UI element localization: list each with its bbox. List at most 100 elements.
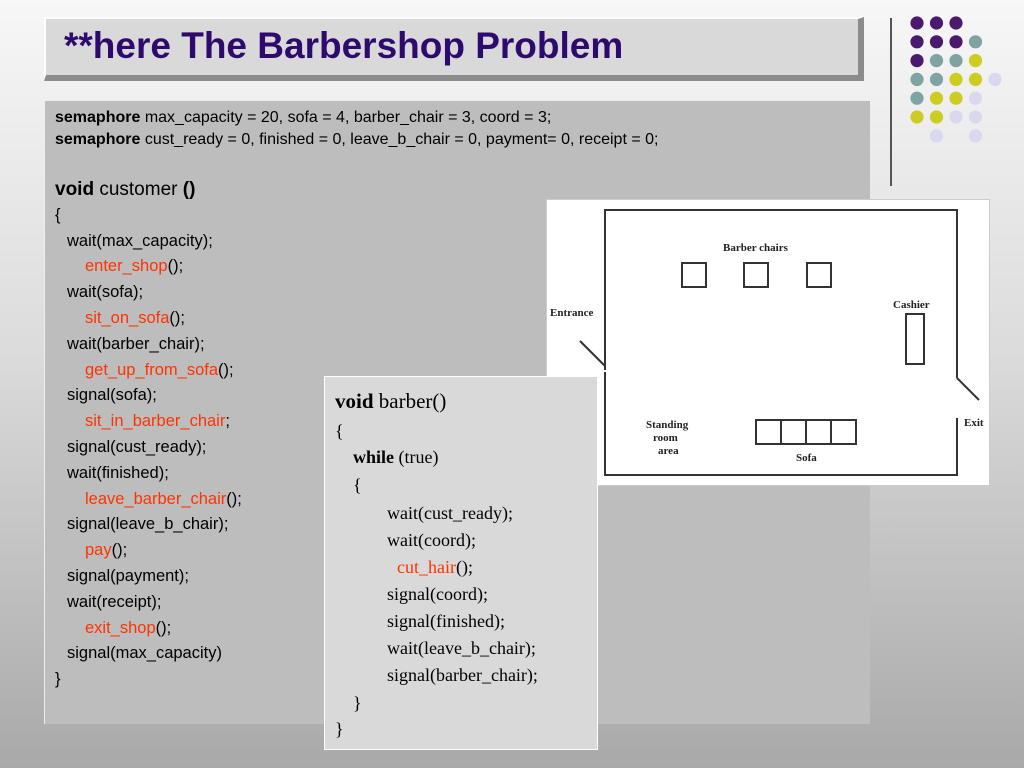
floor-plan-drawing [579,209,980,476]
open-brace: { [55,205,61,224]
barber-chair [806,262,832,288]
decorative-dot [929,110,944,124]
standing-label-3: area [658,445,679,457]
statement-line: wait(receipt); [67,592,162,611]
inner-open-brace: { [353,475,362,495]
barber-chair [743,262,769,288]
call-line: cut_hair(); [397,557,473,578]
decorative-dot [949,16,963,30]
barber-code-panel: void barber() { while (true) { wait(cust… [324,376,598,750]
decorative-dot [929,35,944,49]
while-line: while (true) [353,447,439,468]
slide-title: **here The Barbershop Problem [64,25,624,66]
standing-label-1: Standing [646,419,689,431]
function-name: barber() [373,389,447,413]
exit-door [956,377,980,401]
call-line: sit_on_sofa(); [55,306,242,332]
standing-label-2: room [653,432,678,444]
decorative-dot [988,72,1002,86]
call-suffix: (); [455,557,473,577]
call-suffix: (); [167,257,184,276]
cashier-label: Cashier [893,299,930,311]
call-line: leave_barber_chair(); [55,487,242,513]
barber-signature: void barber() [335,389,446,414]
call-line: sit_in_barber_chair; [55,409,242,435]
call-suffix: (); [169,308,185,327]
decorative-dot [910,91,924,105]
open-brace: { [335,421,344,441]
decorative-dot [968,35,983,49]
call-suffix: (); [111,541,128,560]
decorative-dot [968,91,983,105]
statement-line: signal(sofa); [67,386,157,405]
customer-function: void customer () { wait(max_capacity);en… [55,177,242,693]
statement-line: signal(finished); [387,611,505,631]
close-brace: } [55,670,61,689]
barbershop-floor-plan: Barber chairs Entrance Cashier Exit Stan… [546,199,990,486]
function-call: sit_in_barber_chair [85,412,226,431]
wall-bottom [604,372,958,476]
statement-line: wait(barber_chair); [67,334,205,353]
statement-line: wait(coord); [387,530,476,550]
entrance-door [579,340,606,367]
semaphore-values: cust_ready = 0, finished = 0, leave_b_ch… [140,131,659,148]
decorative-dot [910,35,924,49]
decorative-dot [949,110,963,124]
void-keyword: void [55,179,95,200]
call-line: get_up_from_sofa(); [55,358,242,384]
decorative-dot [929,16,944,30]
semaphore-values: max_capacity = 20, sofa = 4, barber_chai… [140,109,552,126]
decorative-dot [968,129,983,143]
function-name: customer [94,179,183,200]
call-line: pay(); [55,538,242,564]
barber-chairs-label: Barber chairs [723,242,788,254]
title-bar: **here The Barbershop Problem [44,17,864,81]
function-call: exit_shop [85,618,156,637]
decorative-dot [929,129,944,143]
statement-line: signal(barber_chair); [387,665,538,685]
customer-signature: void customer () [55,177,242,203]
decorative-dot [910,72,924,86]
statement-line: wait(finished); [67,463,169,482]
decorative-dot [968,54,983,68]
statement-line: wait(max_capacity); [67,231,213,250]
close-brace: } [335,719,344,739]
function-call: pay [85,541,112,560]
function-call: sit_on_sofa [85,308,170,327]
function-call: get_up_from_sofa [85,360,219,379]
while-keyword: while [353,447,395,467]
function-parens: () [182,179,196,200]
inner-close-brace: } [353,693,362,713]
decorative-dot [949,35,963,49]
semaphore-line-1: semaphore max_capacity = 20, sofa = 4, b… [55,107,658,129]
decorative-dot [949,54,963,68]
call-line: enter_shop(); [55,254,242,280]
call-suffix: ; [225,412,230,431]
barber-chair [681,262,707,288]
decorative-dot [910,16,924,30]
void-keyword: void [335,389,374,413]
call-suffix: (); [218,360,234,379]
decorative-dot [968,110,983,124]
decorative-dot [949,72,963,86]
call-line: exit_shop(); [55,616,242,642]
statement-line: signal(coord); [387,584,488,604]
wall-outline [604,209,958,378]
function-call: cut_hair [397,557,456,577]
semaphore-keyword: semaphore [55,131,141,148]
decorative-dot [968,72,983,86]
call-suffix: (); [155,618,172,637]
customer-body: wait(max_capacity);enter_shop();wait(sof… [55,229,242,668]
exit-label: Exit [964,417,984,429]
decorative-dot [929,72,944,86]
decorative-dot [949,91,963,105]
statement-line: wait(cust_ready); [387,503,513,523]
while-condition: (true) [394,447,439,467]
semaphore-declarations: semaphore max_capacity = 20, sofa = 4, b… [55,107,658,151]
statement-line: signal(payment); [67,566,189,585]
call-suffix: (); [226,489,242,508]
semaphore-line-2: semaphore cust_ready = 0, finished = 0, … [55,129,658,151]
statement-line: wait(leave_b_chair); [387,638,536,658]
semaphore-keyword: semaphore [55,109,141,126]
decorative-dot [910,110,924,124]
